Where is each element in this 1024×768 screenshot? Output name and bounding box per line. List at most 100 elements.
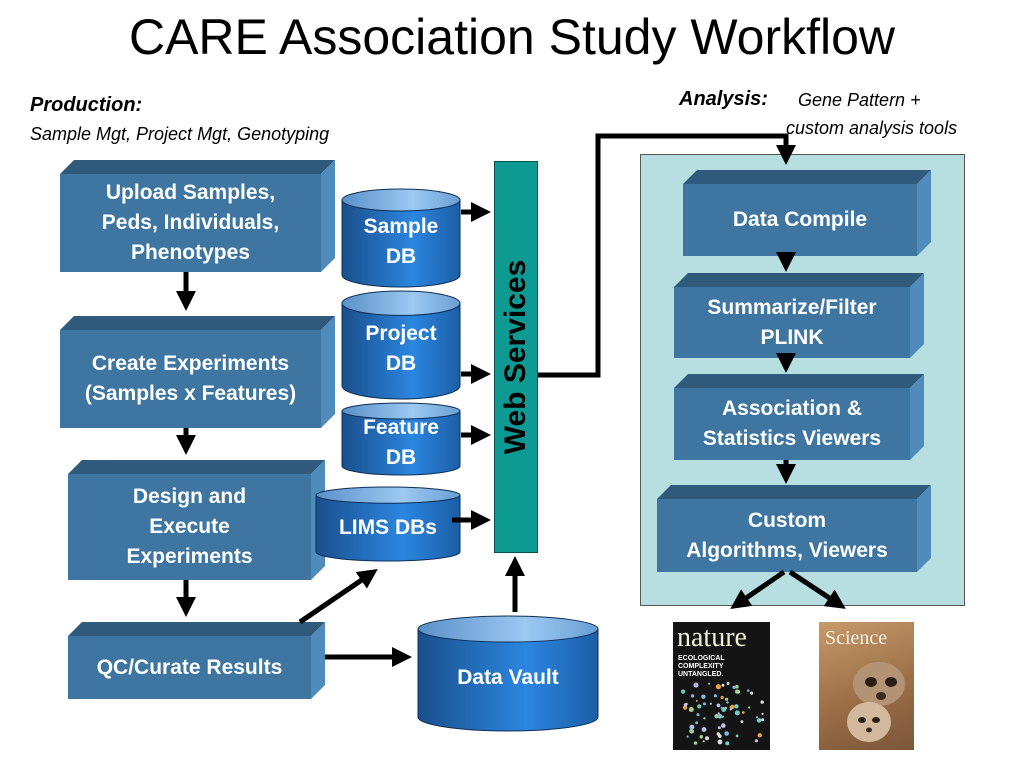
network-node [720, 695, 724, 700]
data-vault[interactable]: Data Vault [417, 615, 599, 732]
analysis-subtitle-line2: custom analysis tools [786, 118, 958, 138]
step-association-viewers[interactable]: Association & Statistics Viewers [674, 374, 924, 460]
network-node [741, 711, 745, 714]
network-node [754, 739, 758, 743]
analysis-subtitle-line1: Gene Pattern + [798, 90, 921, 110]
network-node [717, 712, 720, 715]
network-node [695, 721, 698, 725]
network-node [725, 697, 729, 701]
science-cover-art: Science [825, 627, 905, 742]
lims-dbs[interactable]: LIMS DBs [315, 486, 461, 562]
project-db[interactable]: Project DB [341, 290, 461, 400]
network-node [724, 731, 729, 736]
network-node [757, 733, 762, 738]
network-node [725, 741, 730, 746]
network-node [681, 689, 686, 694]
network-node [756, 718, 762, 723]
network-node [699, 735, 704, 739]
network-node [755, 716, 759, 719]
step-label: Upload Samples, Peds, Individuals, Pheno… [60, 174, 321, 272]
network-node [703, 702, 706, 706]
network-node [761, 712, 764, 715]
network-node [734, 710, 740, 716]
step-label: Data Compile [683, 184, 917, 256]
network-node [734, 689, 740, 694]
step-label: QC/Curate Results [68, 636, 311, 699]
network-node [683, 705, 688, 710]
db-label: Project DB [365, 322, 437, 375]
network-node [726, 701, 729, 704]
network-node [748, 706, 751, 709]
cylinder-shape [417, 615, 599, 732]
network-node [690, 694, 695, 698]
web-services-bar[interactable]: Web Services [494, 161, 538, 553]
network-node [696, 713, 700, 717]
network-node [717, 713, 723, 719]
network-node [683, 703, 688, 707]
network-node [693, 741, 698, 745]
step-label: Design and Execute Experiments [68, 474, 311, 580]
box-bevel [683, 170, 931, 256]
network-node [701, 694, 706, 699]
network-node [734, 704, 739, 709]
step-upload-samples[interactable]: Upload Samples, Peds, Individuals, Pheno… [60, 160, 335, 272]
step-label: Association & Statistics Viewers [674, 388, 910, 460]
network-node [686, 735, 689, 738]
cylinder-shape [315, 486, 461, 562]
step-summarize-filter[interactable]: Summarize/Filter PLINK [674, 273, 924, 358]
analysis-heading: Analysis: [679, 88, 768, 110]
network-node [701, 727, 707, 732]
network-node [703, 717, 706, 720]
network-node [726, 682, 730, 685]
network-node [695, 699, 698, 702]
network-node [705, 736, 709, 741]
step-create-experiments[interactable]: Create Experiments (Samples x Features) [60, 316, 335, 428]
db-label: Sample DB [363, 215, 439, 268]
network-node [735, 734, 739, 738]
network-node [717, 726, 721, 730]
step-custom-algorithms[interactable]: Custom Algorithms, Viewers [657, 485, 931, 572]
network-node [746, 689, 750, 692]
arrow-custom-to-nature [730, 569, 786, 609]
arrow-ws-to-analysis [538, 133, 796, 378]
nature-cover: nature ECOLOGICAL COMPLEXITY UNTANGLED. [673, 622, 770, 750]
step-qc-curate[interactable]: QC/Curate Results [68, 622, 325, 699]
network-node [716, 703, 721, 708]
db-label: Feature DB [363, 416, 439, 469]
production-subtitle: Sample Mgt, Project Mgt, Genotyping [30, 124, 330, 144]
step-data-compile[interactable]: Data Compile [683, 170, 931, 256]
network-node [717, 739, 723, 745]
network-node [717, 734, 722, 738]
network-node [697, 704, 702, 709]
cylinder-shape [341, 402, 461, 476]
network-node [721, 707, 727, 712]
science-cover: Science [819, 622, 914, 750]
network-node [708, 682, 711, 685]
network-node [729, 708, 732, 711]
cylinder-shape [341, 290, 461, 400]
box-bevel [657, 485, 931, 572]
page-title: CARE Association Study Workflow [128, 9, 896, 65]
arrow-qc-to-lims [298, 569, 378, 625]
step-label: Summarize/Filter PLINK [674, 287, 910, 358]
cylinder-shape [341, 188, 461, 288]
db-label: Data Vault [457, 665, 559, 689]
nature-masthead: nature [677, 622, 747, 653]
network-node [721, 683, 725, 687]
network-node [721, 723, 726, 728]
network-node [750, 691, 754, 695]
network-node [760, 700, 764, 704]
network-node [690, 725, 695, 729]
step-label: Create Experiments (Samples x Features) [60, 330, 321, 428]
svg-text:COMPLEXITY: COMPLEXITY [678, 663, 724, 670]
network-node [709, 702, 712, 705]
network-node [713, 694, 717, 698]
box-bevel [674, 273, 924, 358]
db-label: LIMS DBs [338, 516, 437, 539]
feature-db[interactable]: Feature DB [341, 402, 461, 476]
network-node [694, 683, 697, 686]
science-masthead: Science [825, 627, 887, 649]
sample-db[interactable]: Sample DB [341, 188, 461, 288]
network-node [730, 704, 735, 710]
